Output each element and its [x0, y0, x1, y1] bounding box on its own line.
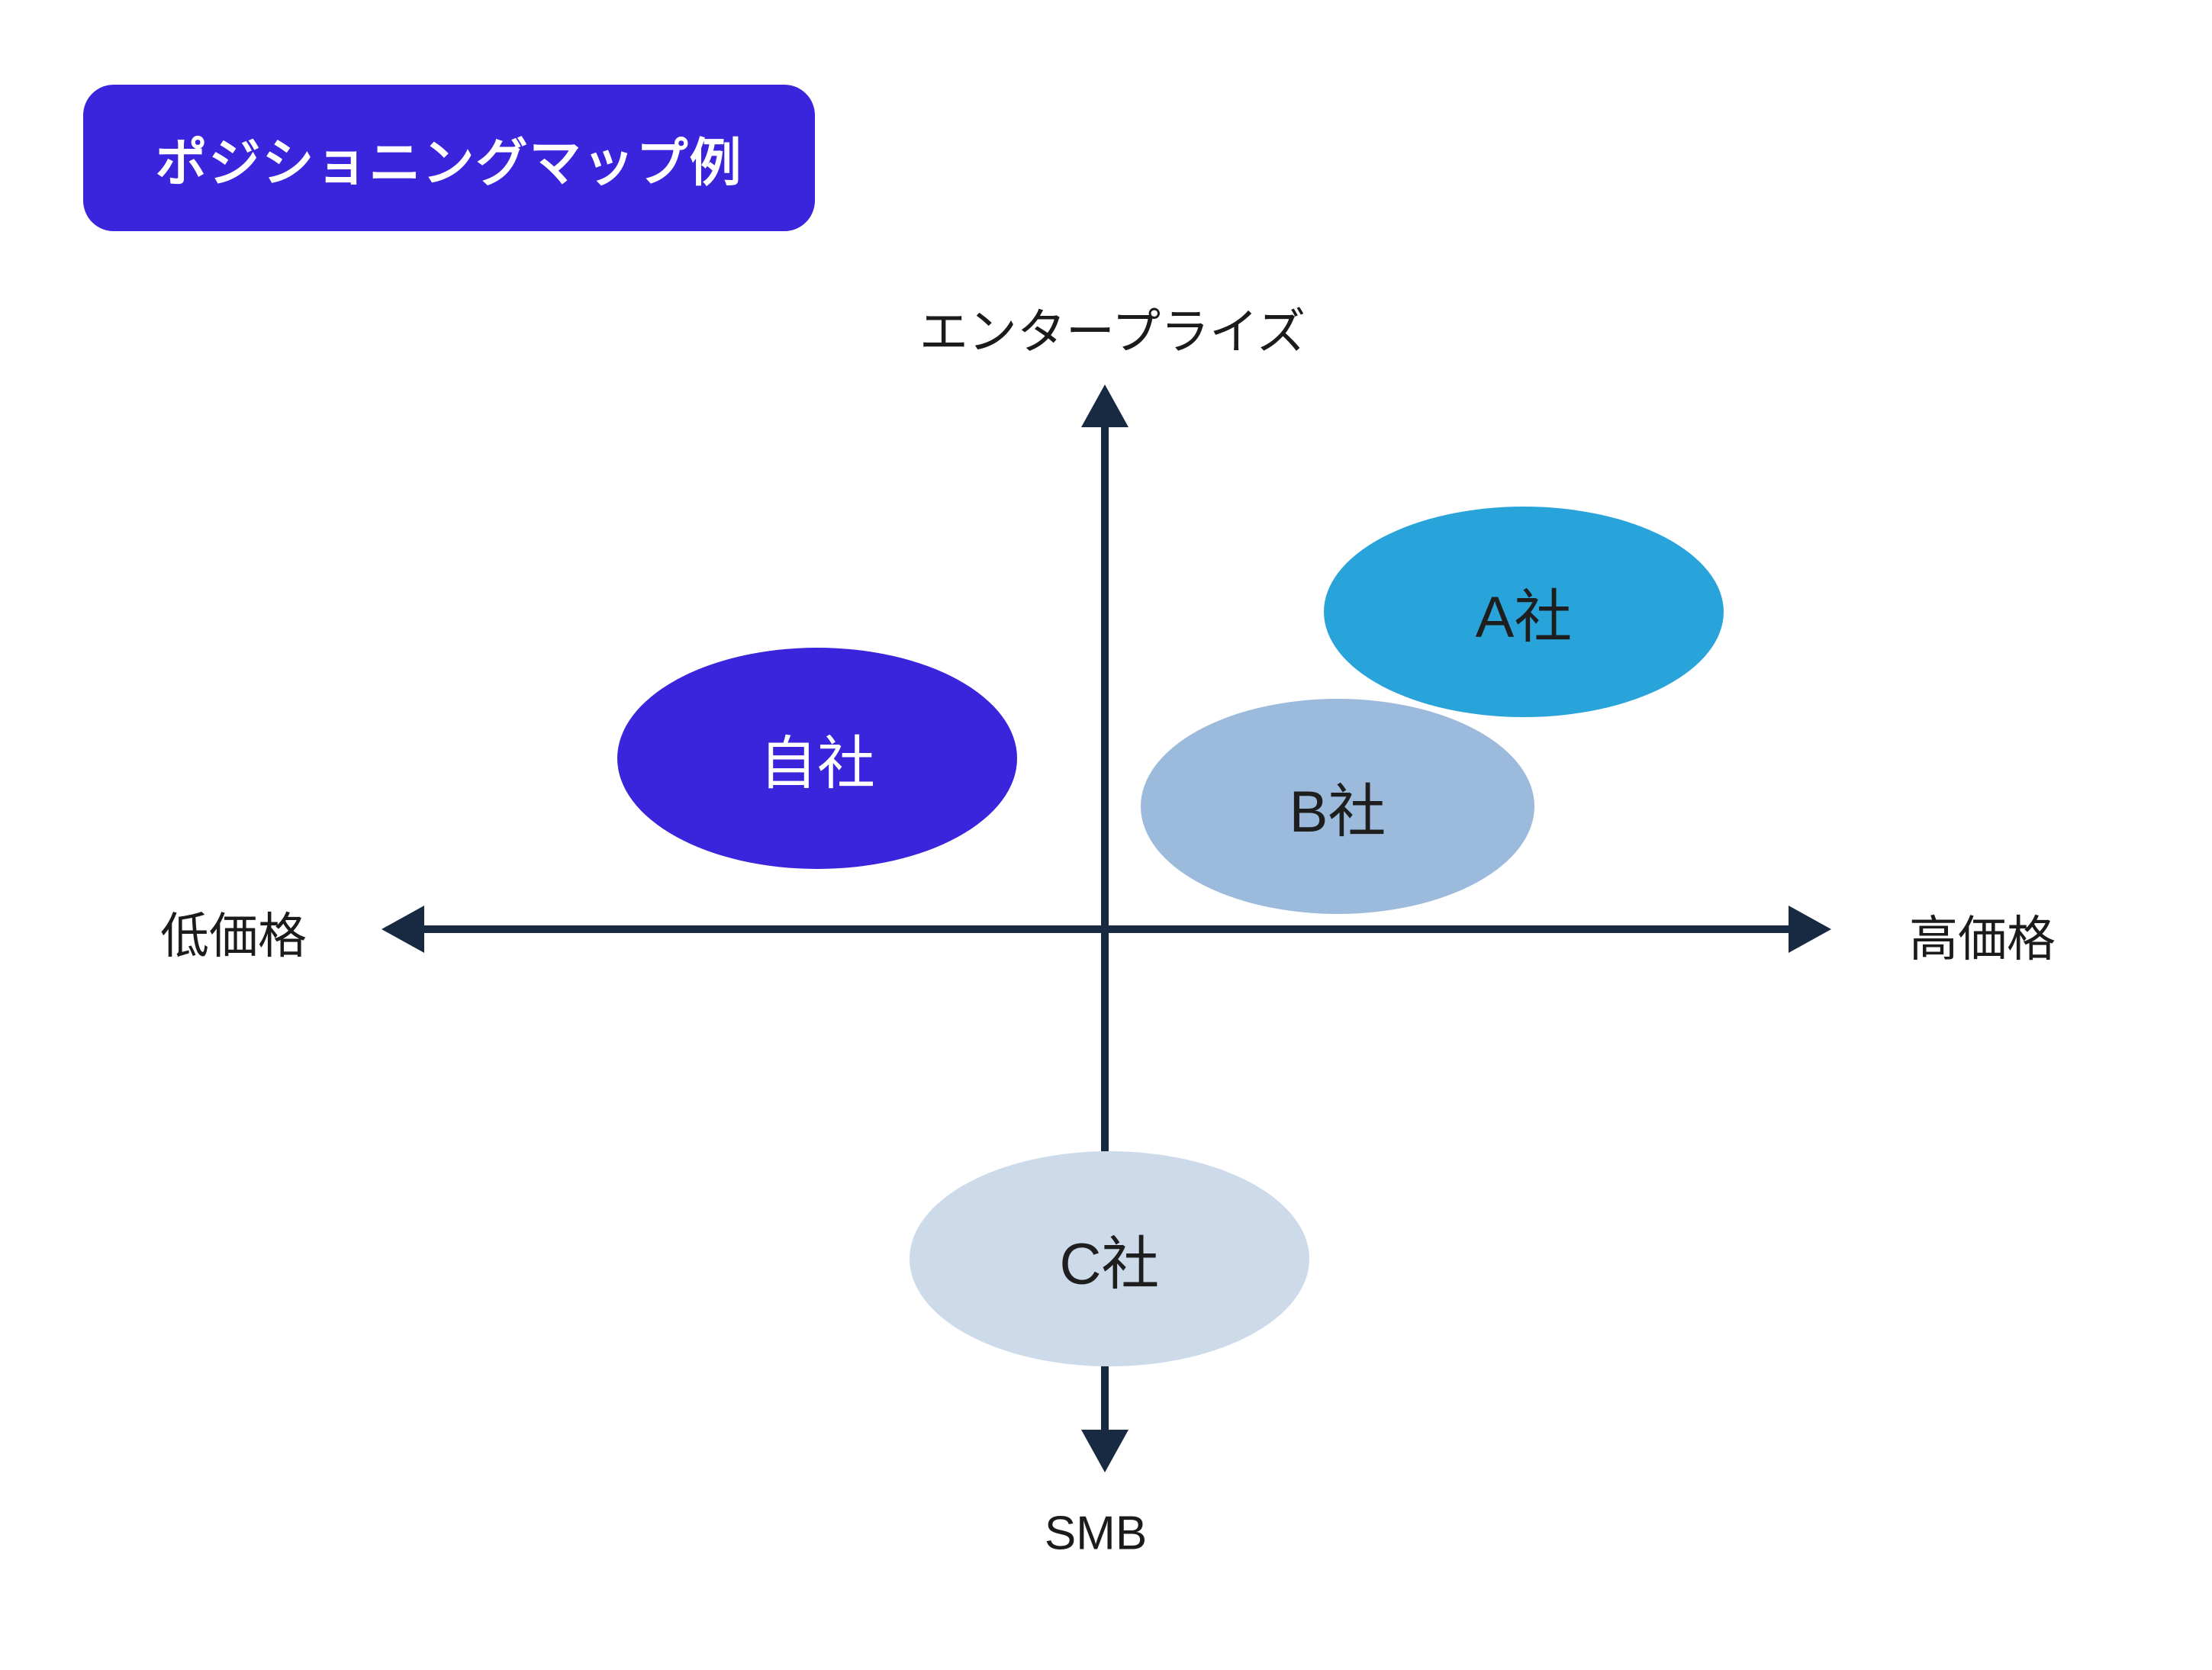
arrowhead-up-icon — [1081, 385, 1129, 427]
title-badge: ポジショニングマップ例 — [83, 85, 815, 231]
bubble-own-company: 自社 — [617, 648, 1017, 869]
axis-label-high-price: 高価格 — [1909, 912, 2056, 967]
axis-label-enterprise: エンタープライズ — [919, 304, 1306, 359]
arrowhead-left-icon — [382, 906, 424, 953]
arrowhead-down-icon — [1081, 1430, 1129, 1472]
axis-label-smb: SMB — [1044, 1507, 1148, 1560]
bubble-company-c: C社 — [910, 1151, 1309, 1366]
bubble-company-c-label: C社 — [1059, 1232, 1160, 1297]
bubble-company-a: A社 — [1324, 507, 1724, 717]
title-badge-label: ポジショニングマップ例 — [155, 134, 743, 192]
bubble-company-b-label: B社 — [1289, 780, 1386, 845]
bubble-company-a-label: A社 — [1475, 585, 1573, 650]
axis-label-low-price: 低価格 — [160, 909, 307, 964]
bubble-company-b: B社 — [1141, 699, 1534, 914]
bubble-own-company-label: 自社 — [759, 732, 875, 796]
arrowhead-right-icon — [1789, 906, 1831, 953]
